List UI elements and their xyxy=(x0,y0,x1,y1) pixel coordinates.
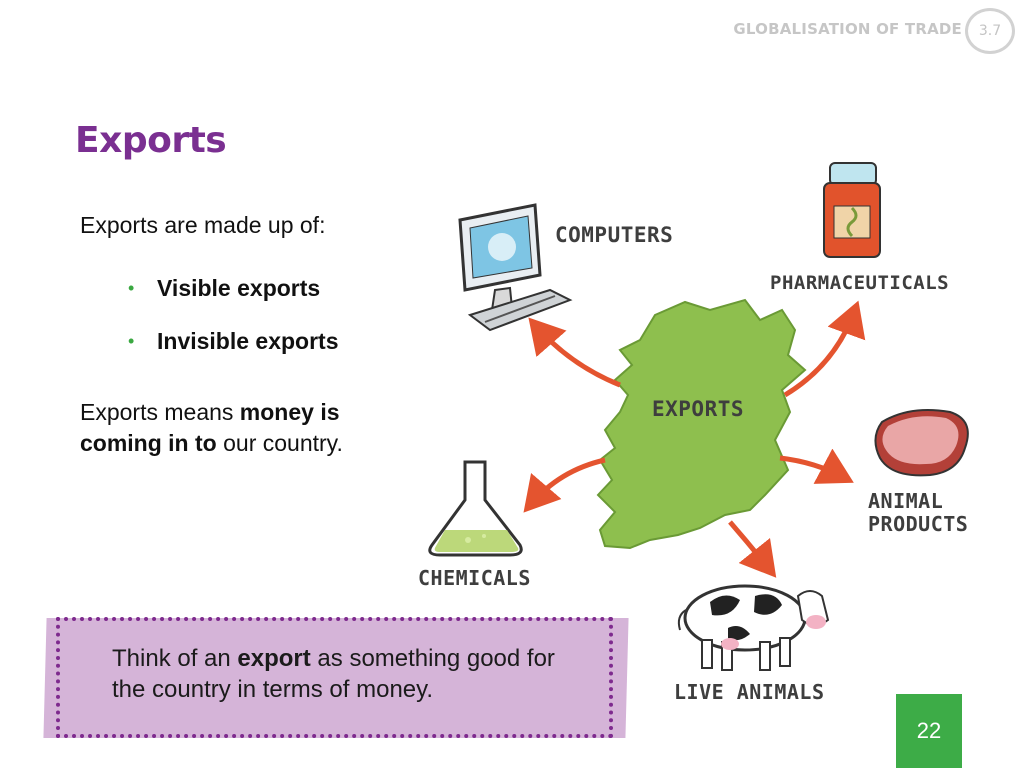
money-statement-end: our country. xyxy=(216,430,343,456)
computer-icon xyxy=(458,203,573,332)
exports-map-label: EXPORTS xyxy=(652,397,745,421)
exports-diagram: COMPUTERS PHARMACEUTICALS EXPORTS ANIMAL… xyxy=(410,150,1010,710)
callout-text-end: as something good for the country in ter… xyxy=(112,645,555,703)
computers-label: COMPUTERS xyxy=(555,223,674,247)
meat-icon xyxy=(874,409,969,477)
arrow-to-chemicals xyxy=(523,457,606,513)
callout-text: Think of an export as something good for… xyxy=(112,643,582,705)
intro-text: Exports are made up of: xyxy=(80,212,326,238)
live-animals-label: LIVE ANIMALS xyxy=(674,680,825,704)
export-types-list: • Visible exports • Invisible exports xyxy=(128,275,339,381)
list-item-label: Invisible exports xyxy=(157,328,339,354)
cow-icon xyxy=(677,584,830,671)
arrow-to-animal-products xyxy=(779,448,854,484)
section-number-badge: 3.7 xyxy=(965,8,1015,54)
callout-text-start: Think of an xyxy=(112,645,238,672)
list-item: • Invisible exports xyxy=(128,328,339,355)
pharmaceuticals-label: PHARMACEUTICALS xyxy=(770,272,950,294)
money-statement-start: Exports means xyxy=(80,399,240,425)
animal-products-label-line1: ANIMAL xyxy=(868,489,944,513)
arrow-to-computers xyxy=(528,317,621,388)
ireland-map xyxy=(596,298,807,550)
medicine-bottle-icon xyxy=(823,162,881,258)
arrow-to-pharmaceuticals xyxy=(783,300,866,398)
list-item: • Visible exports xyxy=(128,275,339,302)
bullet-dot-icon: • xyxy=(128,331,135,351)
page-number: 22 xyxy=(896,694,962,768)
section-topic-heading: GLOBALISATION OF TRADE xyxy=(733,20,962,38)
money-statement-emphasis: money is coming in to xyxy=(80,399,340,456)
arrow-to-live-animals xyxy=(728,520,777,578)
money-statement: Exports means money is coming in to our … xyxy=(80,397,400,459)
flask-icon xyxy=(428,460,523,557)
callout-dotted-border xyxy=(56,617,613,738)
list-item-label: Visible exports xyxy=(157,275,321,301)
exports-illustration xyxy=(428,162,969,671)
animal-products-label-line2: PRODUCTS xyxy=(868,512,969,536)
chemicals-label: CHEMICALS xyxy=(418,566,531,590)
page-title: Exports xyxy=(75,120,227,161)
bullet-dot-icon: • xyxy=(128,278,135,298)
callout-text-emphasis: export xyxy=(237,645,311,672)
